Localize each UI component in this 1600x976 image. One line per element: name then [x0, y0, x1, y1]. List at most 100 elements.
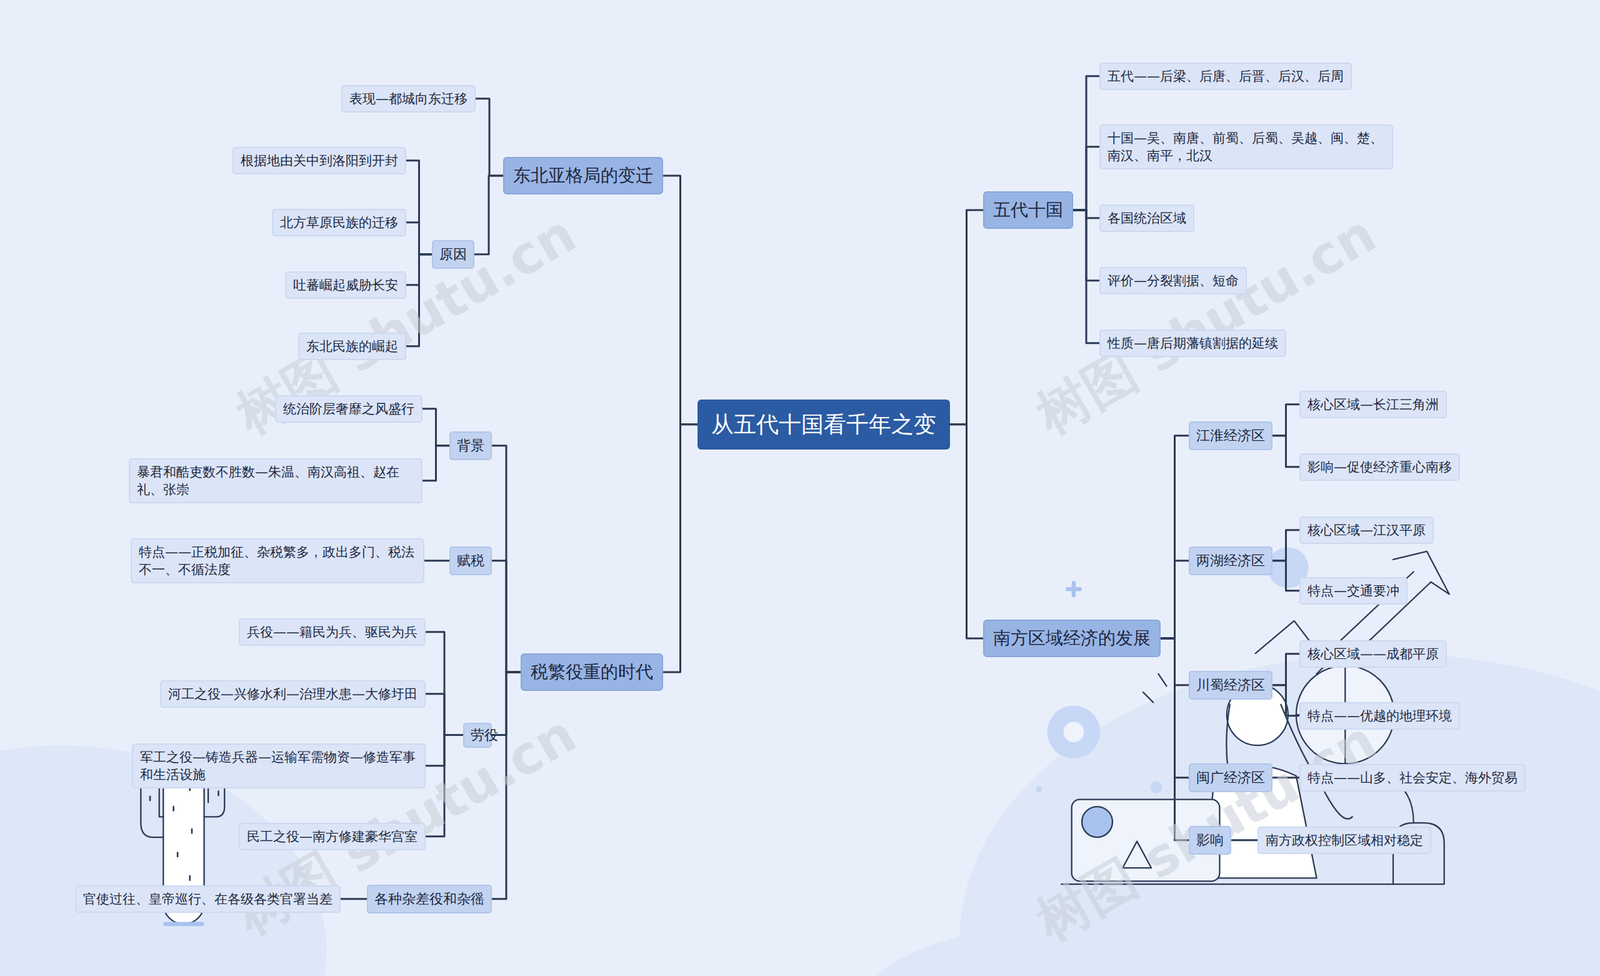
leaf-box: 南方政权控制区域相对稳定 [1257, 826, 1432, 854]
node-text: 影响—促使经济重心南移 [1307, 458, 1452, 476]
node-text: 原因 [439, 245, 467, 264]
node-text: 暴君和酷吏数不胜数—朱温、南汉高祖、赵在礼、张崇 [136, 463, 415, 499]
leaf-box: 表现—都城向东迁移 [341, 85, 476, 113]
connector [406, 254, 432, 347]
sub-branch: 两湖经济区 [1188, 546, 1273, 575]
leaf-box: 十国—吴、南唐、前蜀、后蜀、吴越、闽、楚、南汉、南平，北汉 [1099, 124, 1394, 170]
connector [1272, 435, 1300, 467]
sub-branch: 影响 [1188, 825, 1232, 855]
leaf-box: 兵役——籍民为兵、驱民为兵 [238, 618, 426, 646]
node-text: 闽广经济区 [1196, 768, 1265, 787]
sub-branch: 背景 [449, 431, 492, 460]
connector [475, 98, 504, 176]
connector [950, 424, 984, 639]
leaf-box: 特点——优越的地理环境 [1299, 701, 1460, 730]
leaf-box: 吐蕃崛起威胁长安 [285, 271, 407, 299]
leaf-box: 核心区域—江汉平原 [1299, 516, 1434, 544]
node-text: 五代——后梁、后唐、后晋、后汉、后周 [1107, 67, 1344, 85]
node-text: 特点——山多、社会安定、海外贸易 [1307, 768, 1518, 787]
leaf-box: 河工之役—兴修水利—治理水患—大修圩田 [160, 680, 426, 708]
leaf-box: 特点——正税加征、杂税繁多，政出多门、税法不一、不循法度 [130, 538, 425, 584]
node-text: 十国—吴、南唐、前蜀、后蜀、吴越、闽、楚、南汉、南平，北汉 [1107, 129, 1385, 165]
leaf-box: 统治阶层奢靡之风盛行 [275, 395, 423, 423]
sub-branch: 劳役 [463, 722, 492, 748]
connector [1160, 560, 1189, 639]
node-text: 特点——优越的地理环境 [1307, 706, 1452, 725]
connector [406, 222, 432, 255]
connector [422, 408, 450, 446]
node-text: 兵役——籍民为兵、驱民为兵 [246, 623, 418, 641]
connector [1272, 653, 1300, 685]
node-text: 河工之役—兴修水利—治理水患—大修圩田 [168, 685, 418, 703]
connector [406, 160, 432, 255]
connector [1272, 404, 1300, 436]
connector [474, 175, 504, 255]
node-text: 五代十国 [993, 198, 1064, 222]
connector [491, 560, 521, 672]
node-text: 评价—分裂割据、短命 [1107, 271, 1239, 290]
connector [1160, 638, 1189, 840]
sub-branch: 赋税 [449, 546, 492, 575]
connector [1073, 210, 1100, 344]
node-text: 特点—交通要冲 [1307, 581, 1400, 600]
node-text: 江淮经济区 [1196, 426, 1265, 445]
connector [663, 175, 698, 425]
node-text: 东北民族的崛起 [306, 337, 399, 355]
node-text: 核心区域—长江三角洲 [1307, 395, 1439, 414]
leaf-box: 军工之役—铸造兵器—运输军需物资—修造军事和生活设施 [131, 743, 426, 789]
main-branch: 五代十国 [983, 191, 1074, 229]
node-text: 各种杂差役和杂徭 [374, 889, 485, 909]
node-text: 核心区域——成都平原 [1307, 645, 1439, 663]
leaf-box: 特点——山多、社会安定、海外贸易 [1299, 763, 1526, 792]
main-branch: 南方区域经济的发展 [983, 619, 1161, 657]
main-branch: 东北亚格局的变迁 [503, 156, 664, 195]
leaf-box: 性质—唐后期藩镇割据的延续 [1099, 329, 1287, 357]
connector [491, 671, 521, 899]
sub-branch: 江淮经济区 [1188, 421, 1273, 450]
node-text: 统治阶层奢靡之风盛行 [283, 400, 415, 418]
root-topic: 从五代十国看千年之变 [697, 399, 950, 450]
node-text: 官使过往、皇帝巡行、在各级各类官署当差 [83, 890, 333, 908]
connector [340, 897, 367, 900]
connector [425, 735, 464, 837]
node-text: 北方草原民族的迁移 [280, 213, 399, 232]
connector [424, 559, 450, 562]
leaf-box: 核心区域——成都平原 [1299, 640, 1447, 668]
sub-branch: 川蜀经济区 [1188, 670, 1273, 700]
main-branch: 税繁役重的时代 [520, 653, 664, 691]
node-text: 军工之役—铸造兵器—运输军需物资—修造军事和生活设施 [140, 748, 418, 784]
sub-branch: 闽广经济区 [1188, 763, 1273, 792]
node-text: 川蜀经济区 [1196, 675, 1265, 695]
leaf-box: 各国统治区域 [1099, 204, 1195, 232]
leaf-box: 核心区域—长江三角洲 [1299, 390, 1447, 419]
connector [1272, 560, 1300, 591]
leaf-box: 影响—促使经济重心南移 [1299, 453, 1460, 481]
leaf-box: 暴君和酷吏数不胜数—朱温、南汉高祖、赵在礼、张崇 [128, 458, 423, 504]
node-text: 各国统治区域 [1107, 209, 1187, 227]
node-text: 从五代十国看千年之变 [711, 409, 937, 440]
connector [1272, 685, 1300, 716]
node-text: 南方区域经济的发展 [993, 626, 1151, 650]
sub-branch: 各种杂差役和杂徭 [366, 884, 492, 914]
node-text: 吐蕃崛起威胁长安 [293, 276, 399, 294]
connector [663, 424, 698, 672]
connector [1073, 146, 1100, 210]
node-text: 民工之役—南方修建豪华宫室 [246, 827, 418, 845]
connector [1160, 435, 1189, 639]
leaf-box: 五代——后梁、后唐、后晋、后汉、后周 [1099, 62, 1352, 90]
leaf-box: 特点—交通要冲 [1299, 576, 1408, 605]
leaf-box: 官使过往、皇帝巡行、在各级各类官署当差 [75, 885, 341, 913]
node-text: 核心区域—江汉平原 [1307, 521, 1426, 539]
node-text: 特点——正税加征、杂税繁多，政出多门、税法不一、不循法度 [138, 543, 417, 579]
connector [1073, 76, 1100, 210]
sub-branch: 原因 [431, 240, 475, 269]
leaf-box: 东北民族的崛起 [298, 332, 407, 360]
node-text: 税繁役重的时代 [530, 660, 654, 684]
node-text: 劳役 [470, 727, 485, 743]
node-text: 赋税 [456, 551, 485, 570]
node-text: 影响 [1196, 830, 1224, 850]
connector [491, 445, 521, 672]
leaf-box: 民工之役—南方修建豪华宫室 [238, 822, 426, 850]
connector [422, 445, 450, 481]
node-text: 性质—唐后期藩镇割据的延续 [1107, 334, 1279, 352]
